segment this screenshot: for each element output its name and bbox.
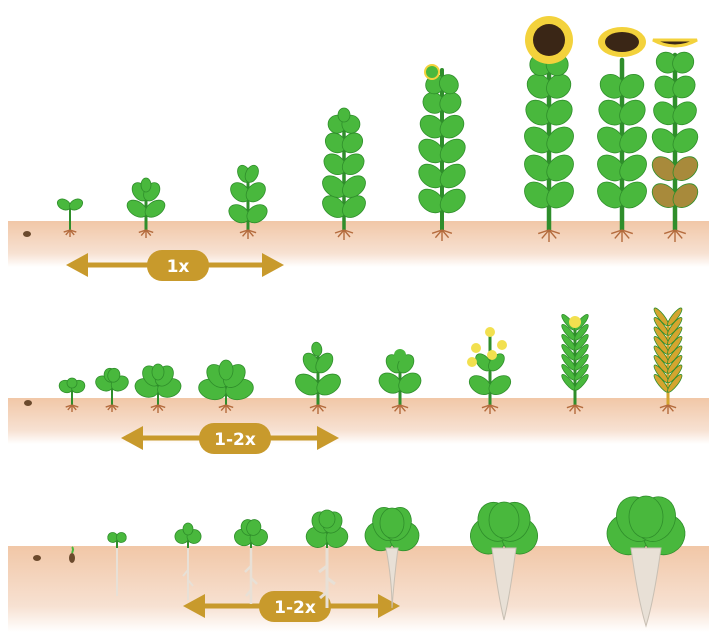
sunflower-stage-maturity <box>648 40 703 242</box>
soil-band-sugar-beet <box>8 546 709 632</box>
sunflower-stage-flowering <box>519 16 578 242</box>
arrow-label-sugar-beet: 1-2x <box>274 598 316 618</box>
plants-layer <box>23 16 702 626</box>
sunflower-stage-bud <box>414 65 470 241</box>
sunflower-stage-seed-filling <box>592 27 651 242</box>
arrow-label-rapeseed: 1-2x <box>214 430 256 450</box>
rapeseed-stage-maturity <box>652 306 684 414</box>
sunflower-stage-eight-leaf <box>318 108 369 240</box>
sugar-beet-stage-seed <box>33 555 41 561</box>
arrow-label-sunflower: 1x <box>167 257 190 277</box>
sunflower-stage-seed <box>23 231 31 237</box>
soil-band-sunflower <box>8 221 709 267</box>
rapeseed-stage-seed <box>24 400 32 406</box>
